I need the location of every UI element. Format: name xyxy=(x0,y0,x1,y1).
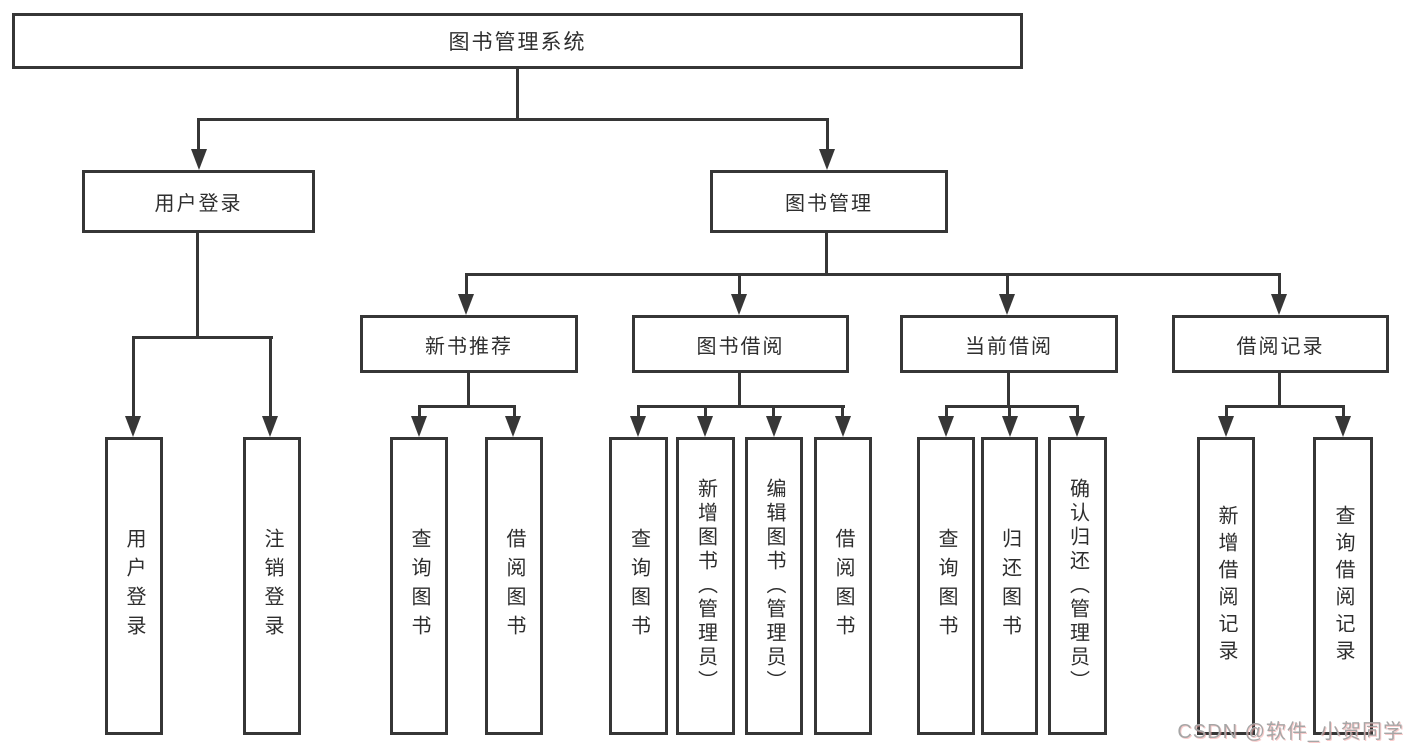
connector-borrowing-rail xyxy=(637,405,845,408)
connector-root-branch-left xyxy=(197,118,200,152)
connector-current-stem xyxy=(1007,373,1010,405)
connector-root-rail xyxy=(197,118,829,121)
node-borrowing-records: 借阅记录 xyxy=(1172,315,1389,373)
connector-records-branch-2 xyxy=(1342,405,1345,418)
arrowhead-down-icon xyxy=(731,294,747,315)
connector-newbook-branch-1 xyxy=(418,405,421,418)
arrowhead-down-icon xyxy=(999,294,1015,315)
node-leaf-confirm-return-admin: 确认归还（管理员） xyxy=(1048,437,1107,735)
arrowhead-down-icon xyxy=(835,416,851,437)
connector-current-rail xyxy=(945,405,1079,408)
node-leaf-user-login: 用户登录 xyxy=(105,437,163,735)
arrowhead-down-icon xyxy=(505,416,521,437)
connector-borrowing-branch-3 xyxy=(772,405,775,418)
node-user-login: 用户登录 xyxy=(82,170,315,233)
connector-bookmgmt-rail xyxy=(465,273,1281,276)
node-leaf-borrow-books-recommend: 借阅图书 xyxy=(485,437,543,735)
arrowhead-down-icon xyxy=(819,149,835,170)
connector-bookmgmt-branch-3 xyxy=(1006,273,1009,296)
node-book-borrowing: 图书借阅 xyxy=(632,315,849,373)
connector-borrowing-branch-1 xyxy=(637,405,640,418)
connector-borrowing-branch-2 xyxy=(704,405,707,418)
node-leaf-borrow-books: 借阅图书 xyxy=(814,437,872,735)
arrowhead-down-icon xyxy=(191,149,207,170)
node-leaf-edit-book-admin: 编辑图书（管理员） xyxy=(745,437,803,735)
connector-records-rail xyxy=(1225,405,1345,408)
connector-root-stem xyxy=(516,68,519,118)
connector-bookmgmt-stem xyxy=(825,233,828,273)
arrowhead-down-icon xyxy=(1002,416,1018,437)
connector-userlogin-rail xyxy=(132,336,273,339)
connector-userlogin-branch-2 xyxy=(269,336,272,418)
connector-current-branch-1 xyxy=(945,405,948,418)
arrowhead-down-icon xyxy=(1335,416,1351,437)
connector-userlogin-branch-1 xyxy=(132,336,135,418)
arrowhead-down-icon xyxy=(458,294,474,315)
arrowhead-down-icon xyxy=(1271,294,1287,315)
node-leaf-query-books-recommend: 查询图书 xyxy=(390,437,448,735)
connector-bookmgmt-branch-2 xyxy=(738,273,741,296)
arrowhead-down-icon xyxy=(1218,416,1234,437)
connector-bookmgmt-branch-1 xyxy=(465,273,468,296)
node-leaf-query-borrow-record: 查询借阅记录 xyxy=(1313,437,1373,735)
node-book-management: 图书管理 xyxy=(710,170,948,233)
csdn-watermark: CSDN @软件_小贺同学 xyxy=(1177,721,1404,743)
node-leaf-add-borrow-record: 新增借阅记录 xyxy=(1197,437,1255,735)
arrowhead-down-icon xyxy=(262,416,278,437)
node-library-management-system: 图书管理系统 xyxy=(12,13,1023,69)
connector-current-branch-3 xyxy=(1076,405,1079,418)
node-new-book-recommendation: 新书推荐 xyxy=(360,315,578,373)
arrowhead-down-icon xyxy=(125,416,141,437)
connector-newbook-branch-2 xyxy=(513,405,516,418)
connector-current-branch-2 xyxy=(1008,405,1011,418)
connector-borrowing-branch-4 xyxy=(841,405,844,418)
node-leaf-logout: 注销登录 xyxy=(243,437,301,735)
node-current-borrowing: 当前借阅 xyxy=(900,315,1118,373)
arrowhead-down-icon xyxy=(697,416,713,437)
arrowhead-down-icon xyxy=(938,416,954,437)
arrowhead-down-icon xyxy=(766,416,782,437)
connector-records-stem xyxy=(1278,373,1281,405)
arrowhead-down-icon xyxy=(411,416,427,437)
node-leaf-return-book: 归还图书 xyxy=(981,437,1038,735)
node-leaf-query-books-current: 查询图书 xyxy=(917,437,975,735)
node-leaf-query-books-borrowing: 查询图书 xyxy=(609,437,668,735)
connector-newbook-rail xyxy=(418,405,516,408)
arrowhead-down-icon xyxy=(630,416,646,437)
arrowhead-down-icon xyxy=(1069,416,1085,437)
connector-userlogin-stem xyxy=(196,233,199,336)
connector-records-branch-1 xyxy=(1225,405,1228,418)
connector-root-branch-right xyxy=(826,118,829,152)
node-leaf-add-book-admin: 新增图书（管理员） xyxy=(676,437,735,735)
connector-bookmgmt-branch-4 xyxy=(1278,273,1281,296)
connector-newbook-stem xyxy=(467,373,470,405)
connector-borrowing-stem xyxy=(738,373,741,405)
